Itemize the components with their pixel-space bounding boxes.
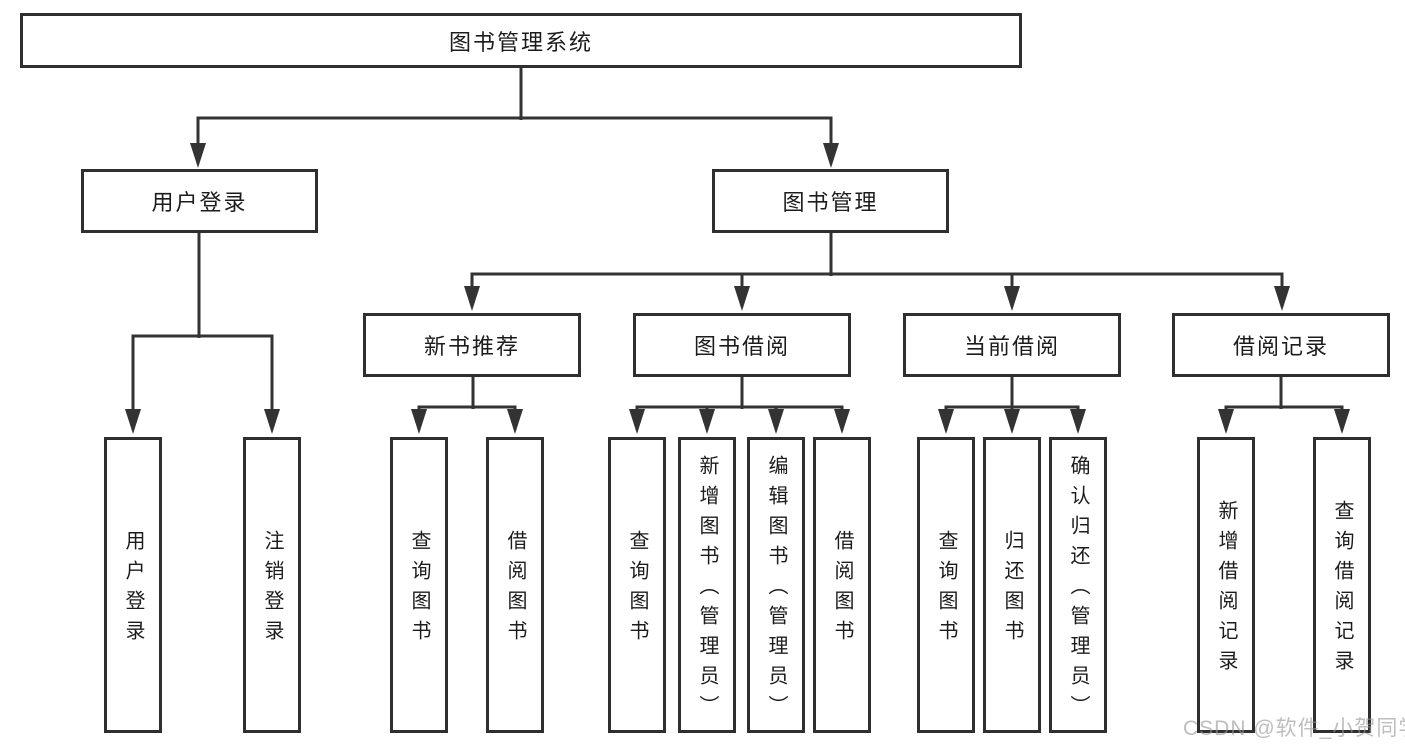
leaf-label: 查询借阅记录 <box>1331 500 1353 680</box>
node-borrowing-records: 借阅记录 <box>1172 313 1390 377</box>
node-library-management-system: 图书管理系统 <box>20 13 1022 68</box>
leaf-label: 确认归还（管理员） <box>1067 455 1089 725</box>
leaf-label: 用户登录 <box>122 530 144 650</box>
leaf-search-borrow-record: 查询借阅记录 <box>1313 437 1371 733</box>
leaf-label: 新增图书（管理员） <box>696 455 718 725</box>
leaf-return-books: 归还图书 <box>983 437 1041 733</box>
node-book-management-branch: 图书管理 <box>712 169 949 233</box>
leaf-edit-book-admin: 编辑图书（管理员） <box>747 437 805 733</box>
leaf-label: 查询图书 <box>935 530 957 650</box>
leaf-label: 编辑图书（管理员） <box>765 455 787 725</box>
leaf-user-login: 用户登录 <box>104 437 162 733</box>
node-current-borrowing: 当前借阅 <box>903 313 1121 377</box>
leaf-add-book-admin: 新增图书（管理员） <box>678 437 736 733</box>
leaf-borrow-books-recommend: 借阅图书 <box>486 437 544 733</box>
leaf-label: 归还图书 <box>1001 530 1023 650</box>
leaf-borrow-books: 借阅图书 <box>813 437 871 733</box>
leaf-label: 新增借阅记录 <box>1215 500 1237 680</box>
leaf-label: 借阅图书 <box>831 530 853 650</box>
node-user-login-branch: 用户登录 <box>81 169 318 233</box>
node-new-book-recommendation: 新书推荐 <box>363 313 581 377</box>
csdn-watermark: CSDN @软件_小贺同学 <box>1183 717 1405 740</box>
connector-arrows <box>125 118 1350 434</box>
leaf-confirm-return-admin: 确认归还（管理员） <box>1049 437 1107 733</box>
connector-elbows <box>131 68 1344 409</box>
leaf-label: 借阅图书 <box>504 530 526 650</box>
leaf-label: 注销登录 <box>261 530 283 650</box>
leaf-search-books-borrowing: 查询图书 <box>608 437 666 733</box>
leaf-add-borrow-record: 新增借阅记录 <box>1197 437 1255 733</box>
leaf-search-books-current: 查询图书 <box>917 437 975 733</box>
leaf-logout: 注销登录 <box>243 437 301 733</box>
leaf-label: 查询图书 <box>408 530 430 650</box>
leaf-label: 查询图书 <box>626 530 648 650</box>
node-book-borrowing: 图书借阅 <box>633 313 851 377</box>
leaf-search-books-recommend: 查询图书 <box>390 437 448 733</box>
